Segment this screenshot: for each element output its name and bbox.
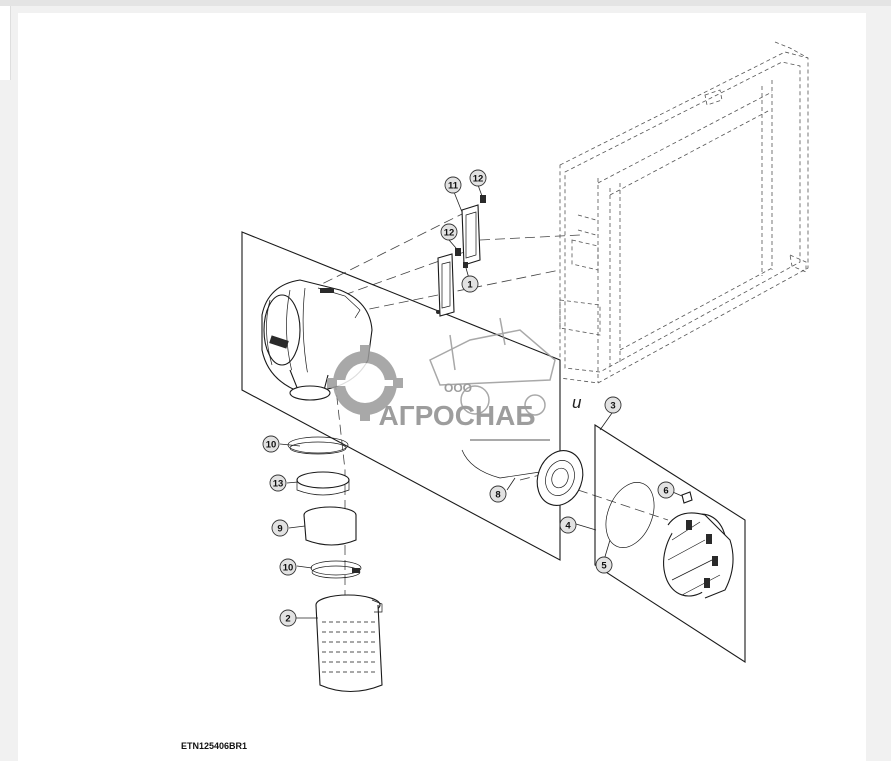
ring-13	[296, 471, 350, 496]
svg-text:12: 12	[473, 174, 484, 185]
svg-text:1: 1	[467, 280, 473, 291]
watermark-prefix: ООО	[444, 381, 472, 395]
unloader-valve	[681, 491, 693, 504]
assembly-panel-upper	[241, 231, 561, 561]
svg-text:8: 8	[495, 490, 500, 501]
top-strip	[0, 0, 891, 6]
svg-text:10: 10	[283, 563, 294, 574]
filter-element	[461, 439, 550, 479]
bracket-lower	[437, 253, 455, 317]
svg-text:6: 6	[663, 486, 668, 497]
callout-11: 11	[444, 176, 462, 194]
callout-2: 2	[279, 609, 297, 627]
callout-3: 3	[604, 396, 622, 414]
callout-13: 13	[269, 474, 287, 492]
svg-text:5: 5	[601, 561, 607, 572]
air-cleaner-cover	[663, 512, 734, 599]
harvester-icon	[429, 317, 556, 416]
pre-cleaner	[315, 594, 383, 692]
callout-10-lower: 10	[279, 558, 297, 576]
svg-text:11: 11	[448, 181, 459, 192]
radiator-frame	[559, 41, 809, 384]
svg-text:12: 12	[444, 228, 455, 239]
pre-cleaner-slots	[322, 621, 376, 673]
watermark-company: АГРОСНАБ	[379, 400, 536, 431]
left-frame-edge	[0, 6, 11, 80]
bolts	[436, 195, 486, 314]
watermark-logo: ООО АГРОСНАБ	[327, 317, 556, 431]
hose-9	[303, 506, 357, 546]
callout-12-upper: 12	[469, 169, 487, 187]
stray-mark: u	[572, 393, 582, 412]
svg-text:9: 9	[277, 524, 282, 535]
svg-text:2: 2	[285, 614, 290, 625]
callout-4: 4	[559, 516, 577, 534]
svg-text:10: 10	[266, 440, 277, 451]
seal-ring	[605, 482, 655, 548]
svg-text:4: 4	[565, 521, 571, 532]
bracket-upper	[461, 204, 481, 266]
callout-5: 5	[595, 556, 613, 574]
callout-12-lower: 12	[440, 223, 458, 241]
figure-code: ETN125406BR1	[181, 741, 248, 751]
callout-10-upper: 10	[262, 435, 280, 453]
diagram-sheet	[18, 13, 866, 761]
svg-text:3: 3	[610, 401, 615, 412]
gear-icon	[327, 345, 403, 421]
svg-text:13: 13	[273, 479, 284, 490]
assembly-panel-lower	[594, 424, 746, 664]
callout-8: 8	[489, 485, 507, 503]
clamp-10-lower	[310, 560, 362, 579]
callout-1: 1	[461, 275, 479, 293]
callout-6: 6	[657, 481, 675, 499]
safety-element-cap	[536, 450, 584, 506]
callout-9: 9	[271, 519, 289, 537]
